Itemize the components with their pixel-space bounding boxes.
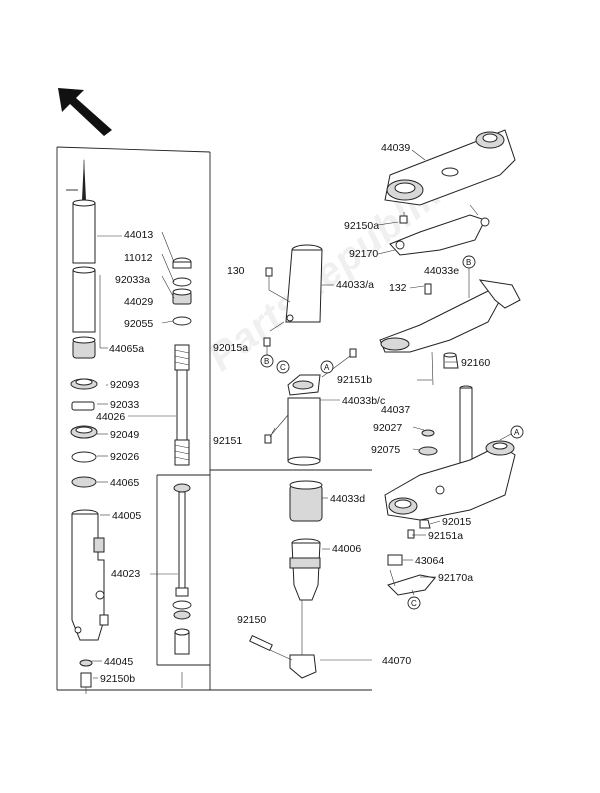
outer-tube-44006 xyxy=(289,538,321,601)
label-44039[interactable]: 44039 xyxy=(381,142,411,154)
reference-marker-a1: A xyxy=(320,360,334,374)
steering-stem-44037 xyxy=(384,385,516,521)
label-92033a[interactable]: 92033a xyxy=(115,274,151,286)
cover-44033d xyxy=(289,480,323,522)
label-44070[interactable]: 44070 xyxy=(382,655,412,667)
label-92093[interactable]: 92093 xyxy=(110,379,140,391)
front-arrow-icon xyxy=(58,88,112,136)
svg-text:C: C xyxy=(411,599,417,608)
label-44033a[interactable]: 44033/a xyxy=(336,279,374,291)
label-92170[interactable]: 92170 xyxy=(349,248,379,260)
leader-lines xyxy=(92,149,458,679)
section-frame xyxy=(56,146,372,691)
label-44005[interactable]: 44005 xyxy=(112,510,142,522)
clamp-92170 xyxy=(389,204,490,256)
label-44037[interactable]: 44037 xyxy=(381,404,411,416)
label-44065a[interactable]: 44065a xyxy=(109,343,145,355)
label-44023[interactable]: 44023 xyxy=(111,568,141,580)
upper-cover-44033a xyxy=(285,244,323,323)
label-92150[interactable]: 92150 xyxy=(237,614,267,626)
label-44033bc[interactable]: 44033b/c xyxy=(342,395,386,407)
label-92151a[interactable]: 92151a xyxy=(428,530,464,542)
reference-marker-b1: B xyxy=(462,255,476,298)
reference-marker-a2: A xyxy=(499,425,524,441)
svg-text:A: A xyxy=(324,363,330,372)
reference-marker-b2: B xyxy=(260,346,274,368)
top-bracket-44039 xyxy=(384,129,516,206)
label-92015a[interactable]: 92015a xyxy=(213,342,249,354)
label-92015[interactable]: 92015 xyxy=(442,516,472,528)
bracket-44033e xyxy=(379,279,521,353)
label-92055[interactable]: 92055 xyxy=(124,318,154,330)
label-44006[interactable]: 44006 xyxy=(332,543,362,555)
label-44045[interactable]: 44045 xyxy=(104,656,134,668)
label-11012[interactable]: 11012 xyxy=(124,252,153,264)
label-44065[interactable]: 44065 xyxy=(110,477,140,489)
label-92027[interactable]: 92027 xyxy=(373,422,403,434)
reference-marker-c1: C xyxy=(276,360,290,374)
svg-text:C: C xyxy=(280,363,286,372)
label-44013[interactable]: 44013 xyxy=(124,229,154,241)
label-43064[interactable]: 43064 xyxy=(415,555,445,567)
collar-44065a xyxy=(72,336,96,359)
reference-marker-c2: C xyxy=(407,589,421,610)
fork-spring-44026 xyxy=(174,344,190,466)
label-92049[interactable]: 92049 xyxy=(110,429,140,441)
label-92160[interactable]: 92160 xyxy=(461,357,491,369)
label-92033[interactable]: 92033 xyxy=(110,399,140,411)
svg-text:B: B xyxy=(264,357,269,366)
label-92150a[interactable]: 92150a xyxy=(344,220,380,232)
svg-text:A: A xyxy=(514,428,520,437)
label-92151b[interactable]: 92151b xyxy=(337,374,373,386)
lower-cover-44033bc xyxy=(287,374,321,466)
svg-text:B: B xyxy=(466,258,471,267)
damper-rod-44023 xyxy=(172,483,192,688)
label-92075[interactable]: 92075 xyxy=(371,444,401,456)
label-44026[interactable]: 44026 xyxy=(96,411,126,423)
fork-tube-44013 xyxy=(66,158,96,333)
label-132[interactable]: 132 xyxy=(389,282,407,294)
label-44033d[interactable]: 44033d xyxy=(330,493,366,505)
label-92170a[interactable]: 92170a xyxy=(438,572,474,584)
label-44033e[interactable]: 44033e xyxy=(424,265,460,277)
label-130[interactable]: 130 xyxy=(227,265,245,277)
label-92150b[interactable]: 92150b xyxy=(100,673,136,685)
outer-tube-44005 xyxy=(71,509,109,641)
label-92151[interactable]: 92151 xyxy=(213,435,243,447)
label-44029[interactable]: 44029 xyxy=(124,296,154,308)
label-92026[interactable]: 92026 xyxy=(110,451,140,463)
